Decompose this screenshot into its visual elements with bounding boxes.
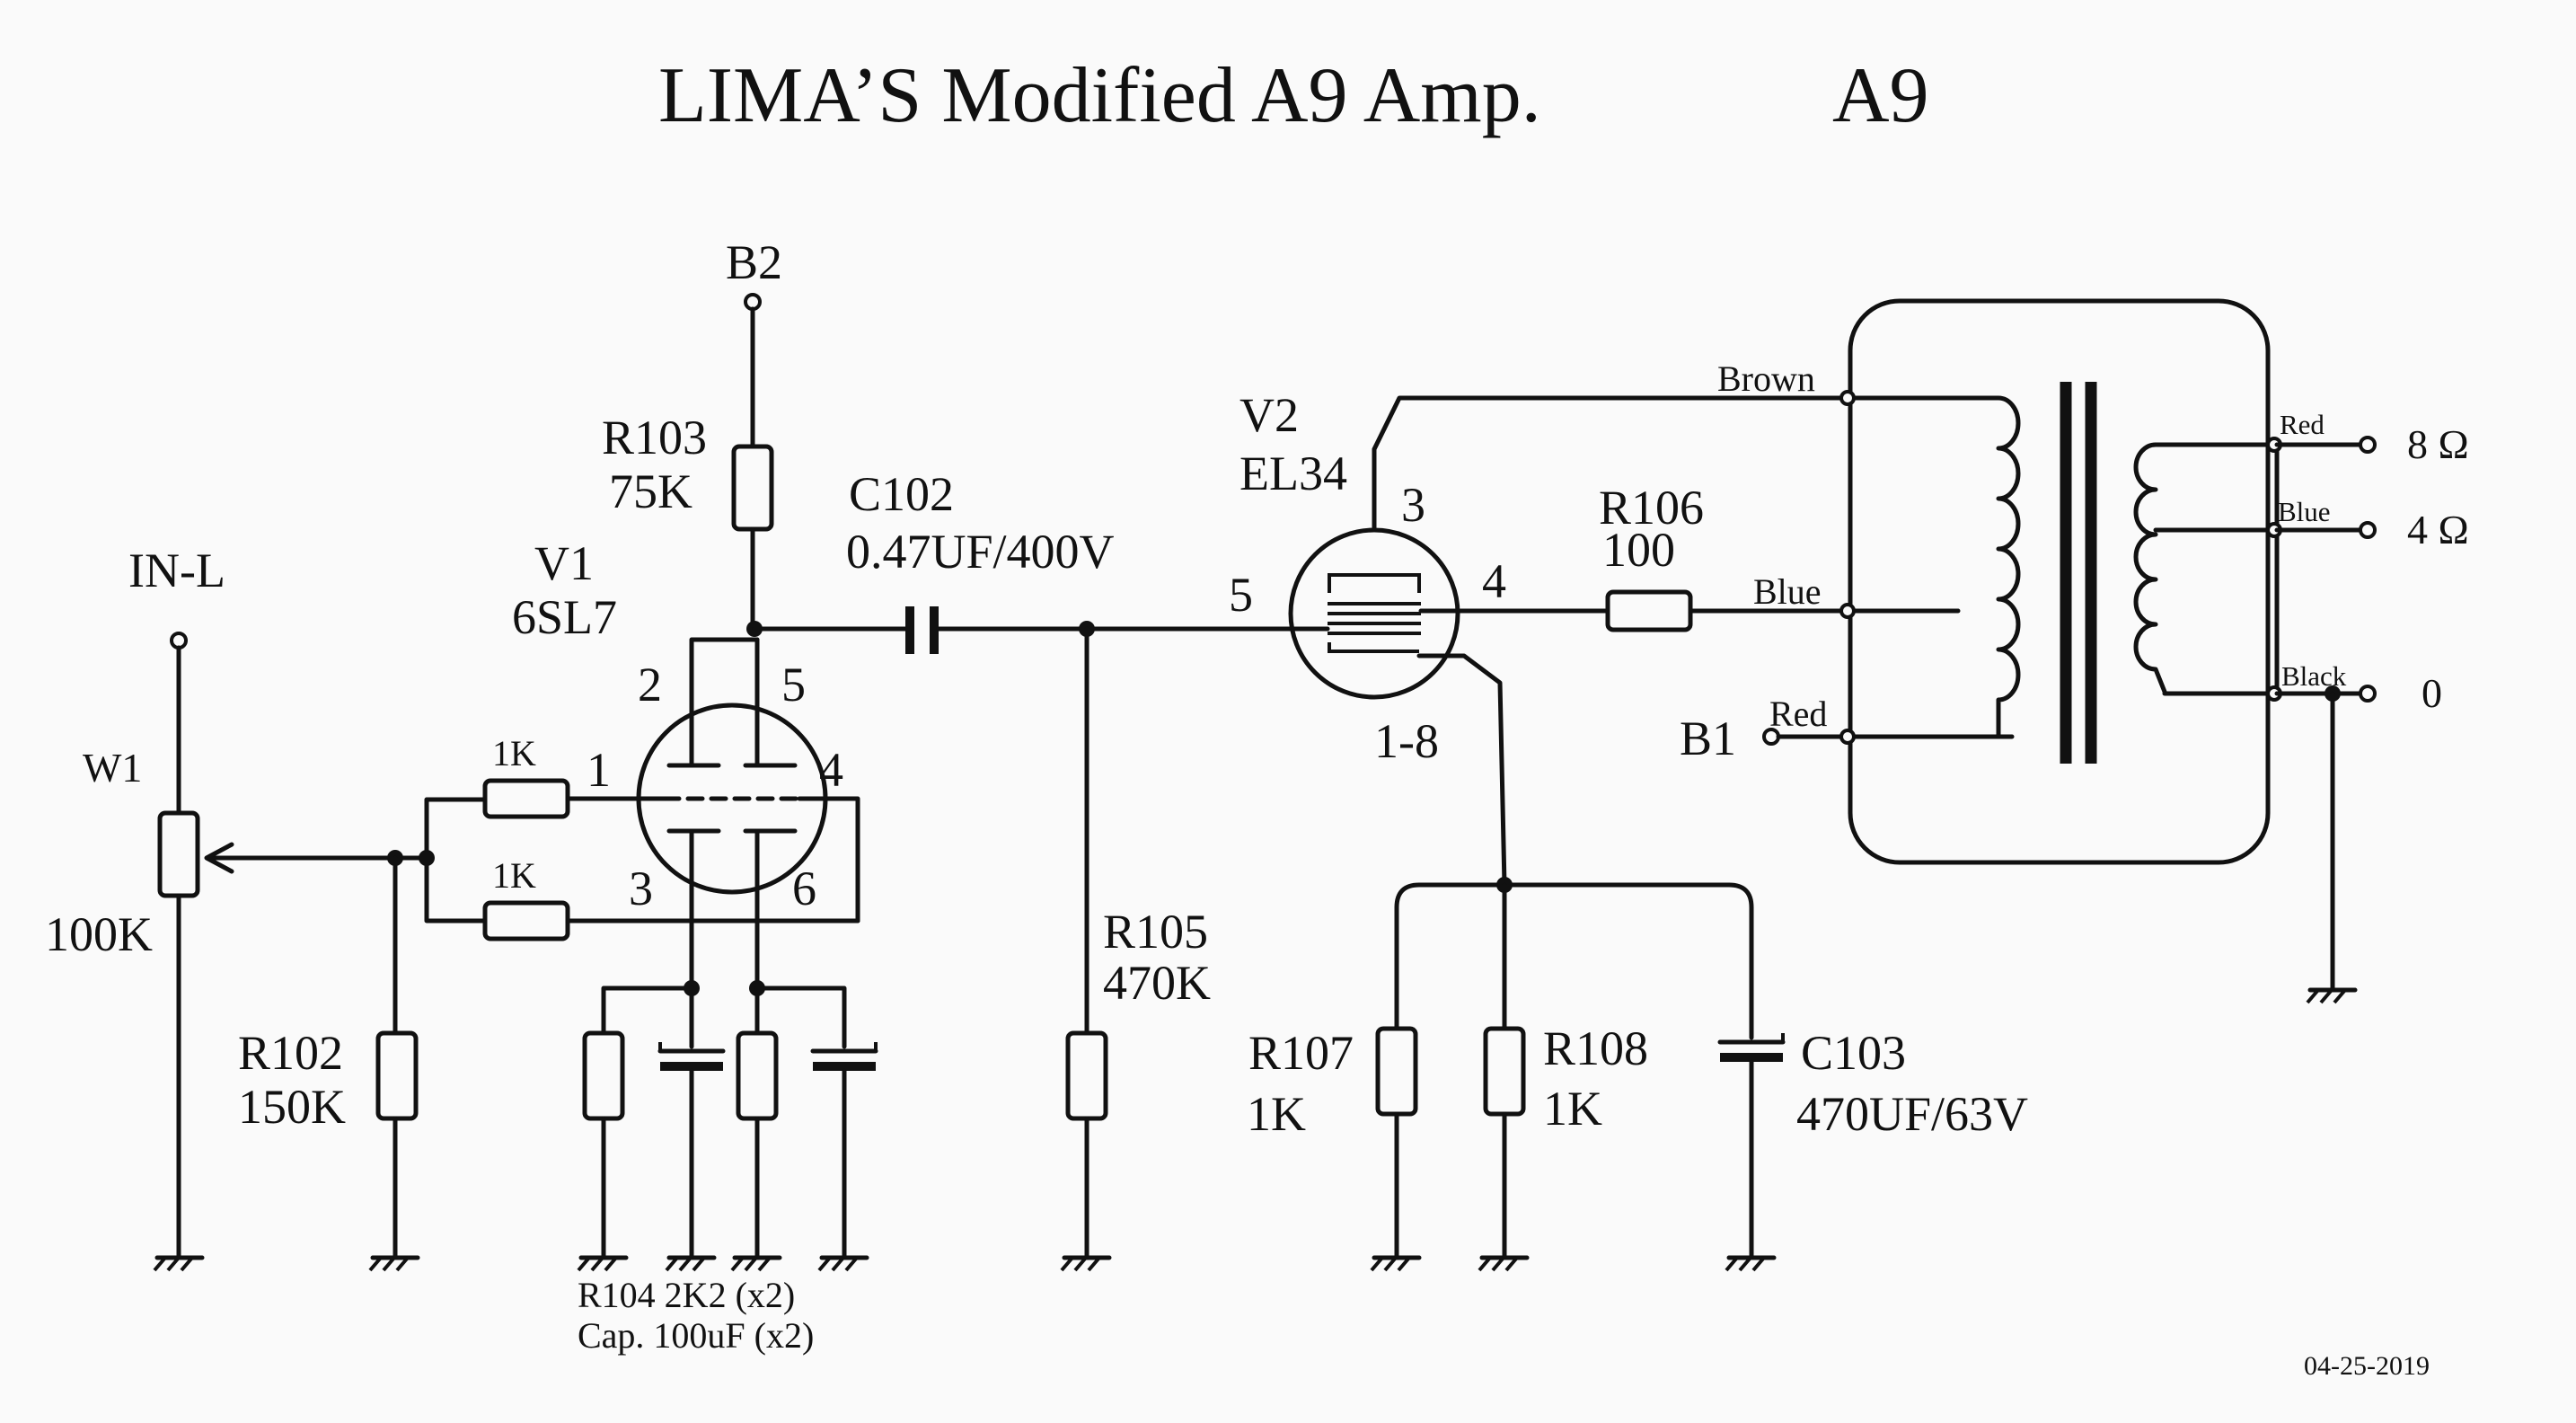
v2-pin: 1-8 — [1374, 714, 1439, 768]
ground-symbol — [153, 1255, 205, 1272]
r107-value: 1K — [1247, 1087, 1306, 1141]
v1-pin: 3 — [629, 862, 653, 915]
ground-symbol — [1725, 1255, 1777, 1272]
ground-symbol — [577, 1255, 629, 1272]
r101-grid-resistor — [482, 778, 570, 819]
c102-value: 0.47UF/400V — [846, 525, 1115, 579]
ground-symbol — [1370, 1255, 1422, 1272]
input-label: IN-L — [128, 544, 225, 597]
v1-tube: V1 6SL7 2 5 1 4 3 6 — [512, 536, 860, 991]
b2-supply: B2 R103 75K — [602, 235, 782, 637]
v2-tube: V2 EL34 3 5 4 1-8 R106 100 — [1229, 388, 1848, 888]
v1-type: 6SL7 — [512, 590, 617, 644]
b1-label: B1 — [1680, 712, 1736, 765]
r105-resistor — [1065, 1030, 1108, 1121]
r107-ref: R107 — [1248, 1026, 1354, 1080]
r101b-grid-resistor — [482, 900, 570, 941]
r102-resistor — [375, 1030, 419, 1121]
schematic-title: LIMA’S Modified A9 Amp. — [658, 52, 1541, 139]
b2-label: B2 — [726, 235, 782, 289]
r106-ref: R106 — [1599, 481, 1704, 535]
c102-ref: C102 — [849, 467, 954, 521]
model-label: A9 — [1832, 52, 1929, 139]
c103-value: 470UF/63V — [1796, 1087, 2028, 1141]
coupling-stage: C102 0.47UF/400V R105 470K — [752, 467, 1296, 1272]
cathode-bias-network: R104 2K2 (x2) Cap. 100uF (x2) — [577, 980, 878, 1356]
ground-symbol — [368, 1255, 420, 1272]
primary-wire-label: Blue — [1753, 571, 1822, 612]
r103-ref: R103 — [602, 411, 707, 464]
r108-resistor — [1483, 1026, 1526, 1117]
power-cathode-network: R107 1K R108 1K C103 470UF/63V — [1247, 877, 2028, 1272]
v2-pin: 5 — [1229, 568, 1253, 622]
ground-symbol — [730, 1255, 782, 1272]
r102-value: 150K — [238, 1080, 346, 1134]
output-label-ground: 0 — [2422, 670, 2442, 716]
r105-value: 470K — [1103, 956, 1211, 1010]
b1-supply: B1 — [1680, 712, 1848, 765]
output-terminal — [2359, 685, 2377, 703]
w1-ref: W1 — [83, 745, 142, 791]
ground-symbol — [665, 1255, 717, 1272]
output-label-4ohm: 4 Ω — [2407, 507, 2469, 552]
r101-value: 1K — [492, 733, 536, 773]
ground-symbol — [1478, 1255, 1530, 1272]
v1-ref: V1 — [534, 536, 594, 590]
r108-value: 1K — [1543, 1082, 1602, 1136]
r105-ref: R105 — [1103, 905, 1208, 959]
primary-wire-label: Red — [1769, 694, 1827, 734]
v1-pin: 2 — [638, 658, 662, 712]
cap-note: Cap. 100uF (x2) — [578, 1315, 814, 1356]
ground-symbol — [817, 1255, 869, 1272]
r108-ref: R108 — [1543, 1021, 1648, 1075]
v1-pin: 1 — [587, 743, 611, 797]
r102-ref: R102 — [238, 1026, 343, 1080]
v2-ref: V2 — [1239, 388, 1299, 442]
grid-network: R102 150K 1K 1K — [238, 733, 860, 1272]
r103-resistor — [731, 444, 774, 532]
r104-resistor — [582, 1030, 625, 1121]
r106-resistor — [1605, 589, 1693, 632]
v1-pin: 6 — [792, 862, 816, 915]
output-label-8ohm: 8 Ω — [2407, 421, 2469, 467]
w1-value: 100K — [45, 907, 153, 961]
r104b-resistor — [736, 1030, 779, 1121]
c103-ref: C103 — [1801, 1026, 1906, 1080]
ground-symbol — [1060, 1255, 1112, 1272]
v2-type: EL34 — [1239, 446, 1347, 500]
output-terminal — [2359, 521, 2377, 539]
r101b-value: 1K — [492, 855, 536, 896]
r103-value: 75K — [609, 464, 693, 518]
secondary-wire-label: Red — [2280, 409, 2325, 440]
secondary-wire-label: Blue — [2278, 496, 2331, 527]
input-section: IN-L W1 100K — [45, 544, 398, 1272]
w1-potentiometer — [157, 810, 200, 898]
output-transformer: Brown Blue Red Red Blue Black 8 Ω 4 Ω 0 — [1717, 298, 2469, 1004]
ground-symbol — [2306, 987, 2358, 1004]
date-label: 04-25-2019 — [2304, 1351, 2430, 1381]
v2-pin: 3 — [1401, 478, 1425, 532]
r106-value: 100 — [1602, 523, 1675, 577]
output-terminal — [2359, 436, 2377, 454]
transformer-frame — [1848, 298, 2271, 865]
primary-wire-label: Brown — [1717, 358, 1815, 399]
r107-resistor — [1375, 1026, 1418, 1117]
v1-pin: 5 — [781, 658, 806, 712]
r104-note: R104 2K2 (x2) — [578, 1275, 795, 1315]
v1-pin: 4 — [819, 743, 843, 797]
v2-pin: 4 — [1482, 554, 1506, 608]
